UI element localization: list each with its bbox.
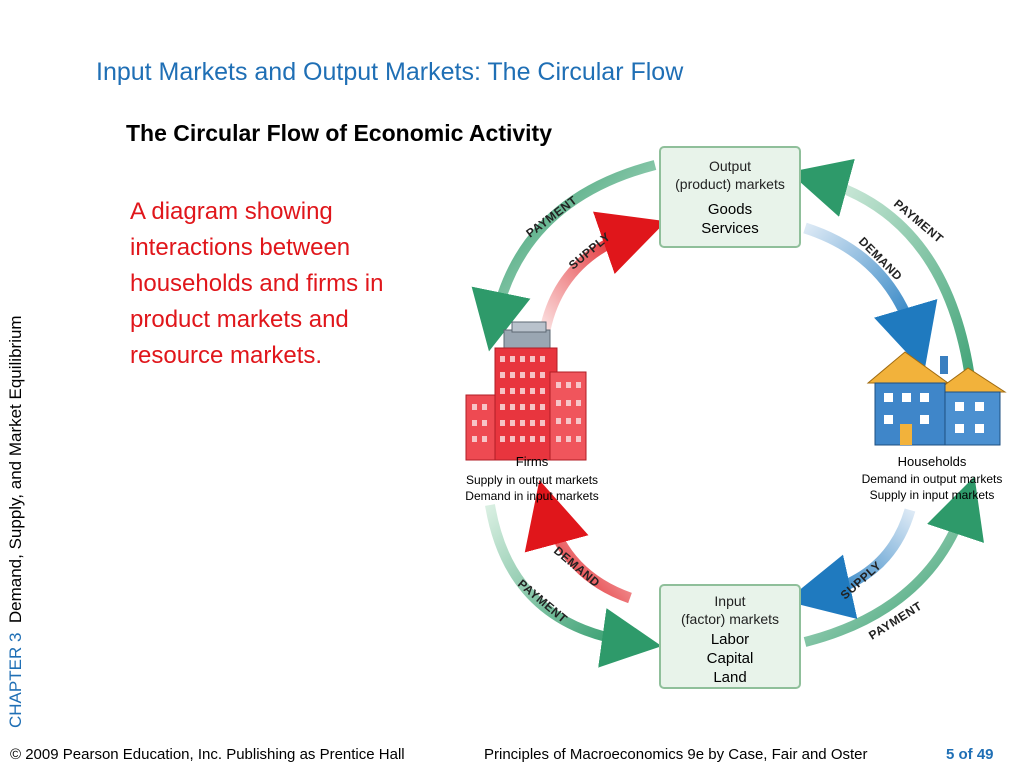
firms-output-role: Supply in output markets <box>466 473 598 487</box>
households-label: Households <box>898 454 967 469</box>
output-market-subtitle: (product) markets <box>675 176 785 192</box>
payment-arrow-output-to-firms <box>471 160 657 352</box>
firms-label: Firms <box>516 454 549 469</box>
input-market-box: Input (factor) markets Labor Capital Lan… <box>659 584 801 689</box>
households-input-role: Supply in input markets <box>870 488 995 502</box>
input-market-title: Input <box>714 593 745 609</box>
payment-arrow-firms-to-input <box>485 504 662 668</box>
supply-arrow-households-to-input <box>785 508 916 620</box>
input-market-labor: Labor <box>711 631 749 648</box>
households-output-role: Demand in output markets <box>862 472 1003 486</box>
demand-arrow-output-to-households <box>803 222 938 372</box>
households-house-icon <box>866 351 1007 446</box>
demand-label-bottom: DEMAND <box>551 544 603 591</box>
input-market-land: Land <box>713 669 746 686</box>
payment-label-bottom-left: PAYMENT <box>515 577 570 627</box>
output-market-title: Output <box>709 158 751 174</box>
footer-book-title: Principles of Macroeconomics 9e by Case,… <box>484 746 868 763</box>
footer-copyright: © 2009 Pearson Education, Inc. Publishin… <box>10 746 405 763</box>
input-market-subtitle: (factor) markets <box>681 611 779 627</box>
output-market-box: Output (product) markets Goods Services <box>659 146 801 248</box>
input-market-capital: Capital <box>707 650 754 667</box>
payment-label-top-left: PAYMENT <box>523 193 580 240</box>
demand-arrow-input-to-firms <box>524 480 632 604</box>
output-market-services: Services <box>701 220 759 237</box>
diagram-description: A diagram showing interactions between h… <box>130 198 384 369</box>
supply-arrow-firms-to-output <box>539 211 667 332</box>
firms-building-icon <box>465 321 587 461</box>
firms-input-role: Demand in input markets <box>465 489 598 503</box>
diagram-heading: The Circular Flow of Economic Activity <box>126 120 552 146</box>
footer-page-number: 5 of 49 <box>946 746 994 763</box>
payment-arrow-input-to-households <box>803 476 984 647</box>
slide-title: Input Markets and Output Markets: The Ci… <box>96 58 684 86</box>
output-market-goods: Goods <box>708 201 752 218</box>
